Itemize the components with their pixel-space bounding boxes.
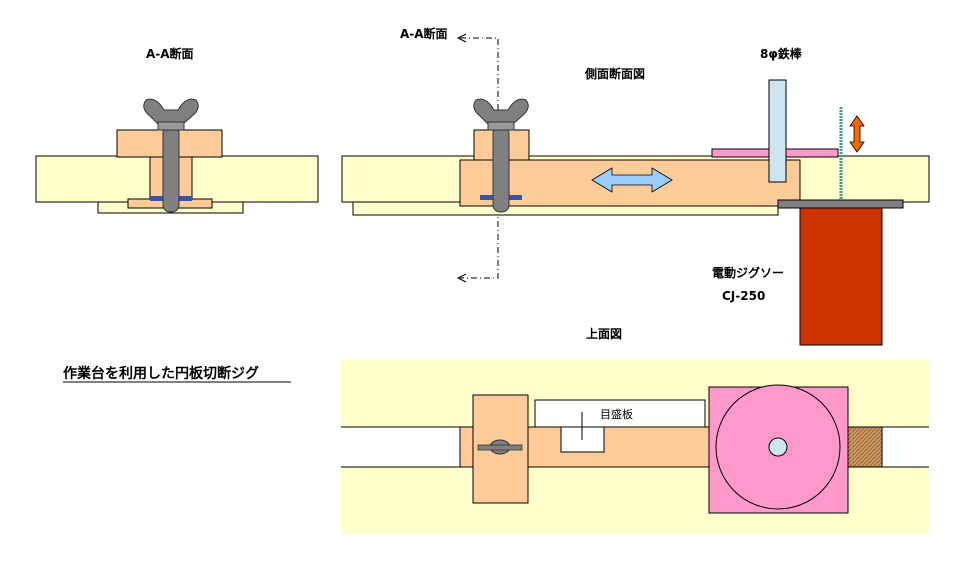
main-title: 作業台を利用した円板切断ジグ — [63, 365, 259, 382]
top-view: 上面図 目盛板 — [341, 326, 929, 534]
aa-arrow-bottom — [456, 273, 467, 283]
side-section-view: A-A断面 側面断面図 8φ鉄棒 電動ジグソー — [341, 26, 930, 346]
aa-section-label: A-A断面 — [146, 46, 194, 61]
rod-label: 8φ鉄棒 — [760, 46, 803, 61]
aa-arrow-top — [456, 33, 467, 43]
jigsaw-model-label: CJ-250 — [722, 289, 765, 303]
aa-section-view: A-A断面 — [35, 46, 319, 214]
aa-nut-collar — [157, 121, 185, 131]
iron-rod — [768, 79, 787, 183]
side-wing-nut — [473, 98, 529, 125]
blade-motion-arrow — [849, 115, 865, 153]
top-wing-nut-wings — [477, 444, 523, 451]
aa-bolt — [162, 125, 180, 213]
slide-direction-arrow — [591, 167, 673, 193]
aa-wing-nut — [143, 98, 199, 125]
jigsaw-name-label: 電動ジグソー — [712, 265, 784, 280]
side-nut-collar — [487, 121, 515, 131]
side-section-label: 側面断面図 — [584, 66, 645, 81]
side-bolt — [492, 125, 510, 213]
top-view-label: 上面図 — [586, 326, 622, 341]
scale-plate-label: 目盛板 — [600, 407, 633, 421]
jigsaw-body — [799, 207, 883, 346]
jigsaw-base — [777, 199, 904, 209]
scale-plate — [534, 399, 706, 428]
top-rod-hole — [768, 437, 788, 457]
aa-pointer-label: A-A断面 — [400, 26, 448, 41]
